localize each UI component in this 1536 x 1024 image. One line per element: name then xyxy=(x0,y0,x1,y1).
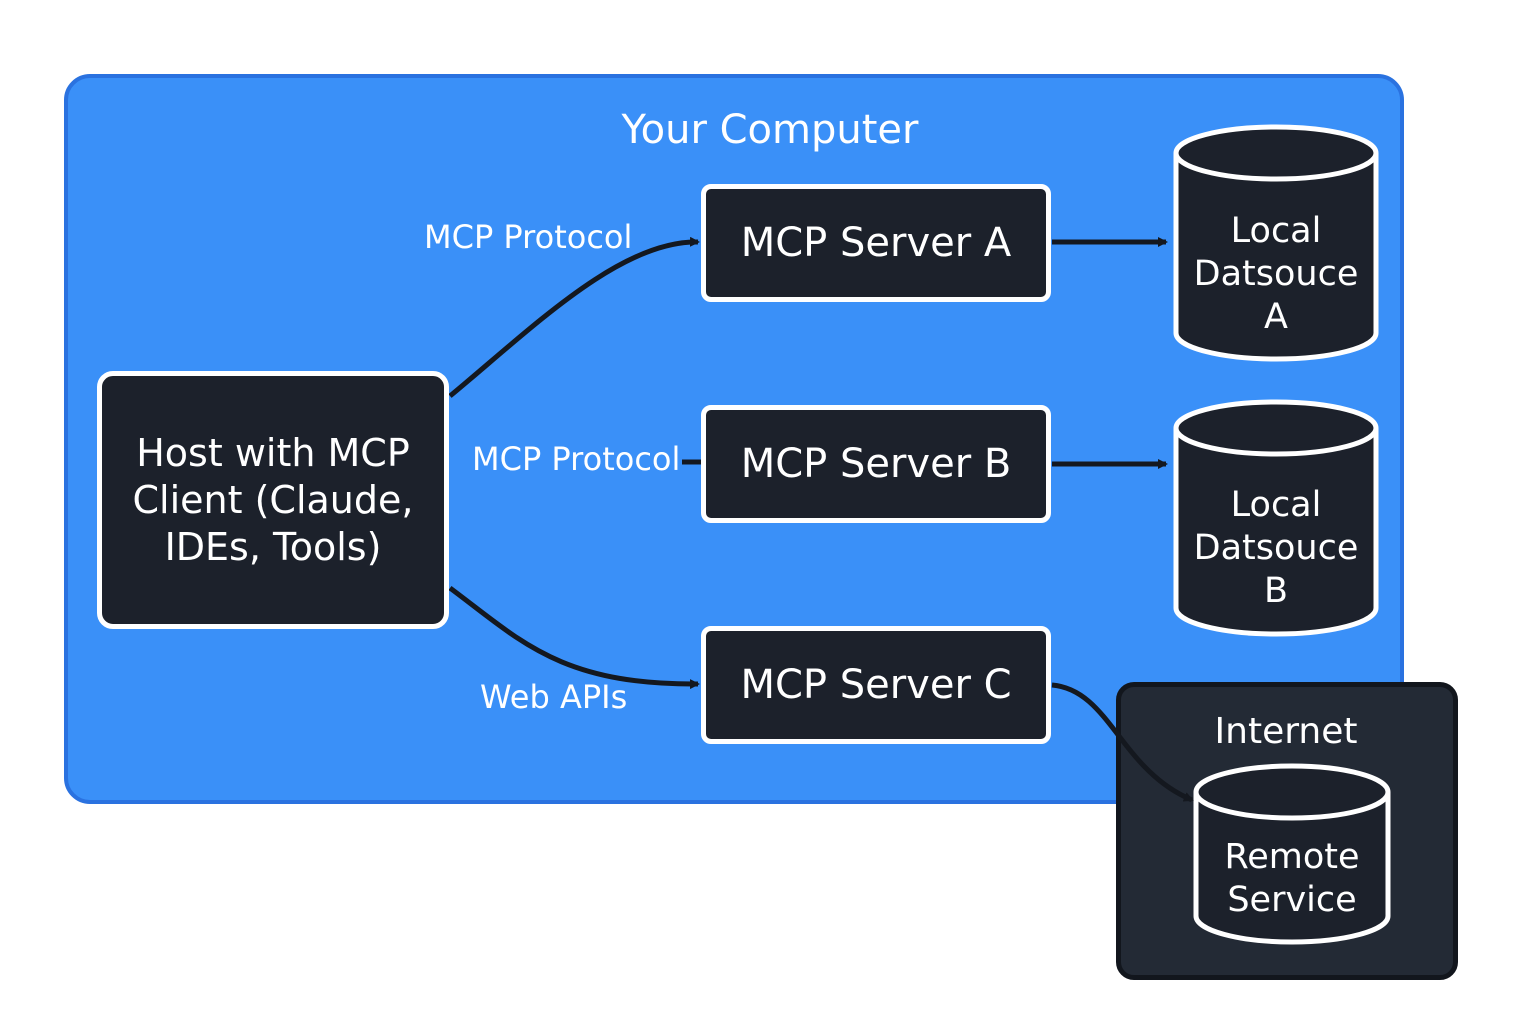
datasource-a-line-1: Local xyxy=(1230,211,1322,251)
datasource-a-line-3: A xyxy=(1264,297,1288,337)
edge-server-c-to-remote-service xyxy=(1051,682,1194,803)
host-label: Host with MCP Client (Claude, IDEs, Tool… xyxy=(132,430,414,569)
server-a-node: MCP Server A xyxy=(701,184,1051,302)
datasource-b-label: Local Datsouce B xyxy=(1176,484,1376,613)
frame-title: Your Computer xyxy=(621,107,919,153)
datasource-a-cylinder xyxy=(1173,124,1379,362)
edge-label-server-c: Web APIs xyxy=(480,678,628,716)
remote-service-cylinder xyxy=(1193,763,1391,945)
server-b-node: MCP Server B xyxy=(701,405,1051,523)
edge-host-to-server-a xyxy=(448,236,700,398)
server-a-label: MCP Server A xyxy=(740,220,1012,266)
datasource-a-label: Local Datsouce A xyxy=(1176,210,1376,339)
edge-label-server-a: MCP Protocol xyxy=(424,218,633,256)
server-c-node: MCP Server C xyxy=(701,626,1051,744)
remote-service-line-2: Service xyxy=(1227,880,1357,920)
edge-host-to-server-c xyxy=(448,585,700,690)
remote-service-line-1: Remote xyxy=(1224,837,1360,877)
edge-label-server-b: MCP Protocol xyxy=(472,440,681,478)
host-node: Host with MCP Client (Claude, IDEs, Tool… xyxy=(97,371,449,629)
datasource-b-line-2: Datsouce xyxy=(1193,528,1359,568)
remote-service-label: Remote Service xyxy=(1196,836,1388,922)
server-b-label: MCP Server B xyxy=(740,441,1012,487)
server-c-label: MCP Server C xyxy=(740,662,1012,708)
datasource-b-cylinder xyxy=(1173,399,1379,637)
datasource-b-line-1: Local xyxy=(1230,485,1322,525)
datasource-b-line-3: B xyxy=(1263,571,1288,611)
datasource-a-line-2: Datsouce xyxy=(1193,254,1359,294)
internet-title: Internet xyxy=(1214,711,1358,752)
